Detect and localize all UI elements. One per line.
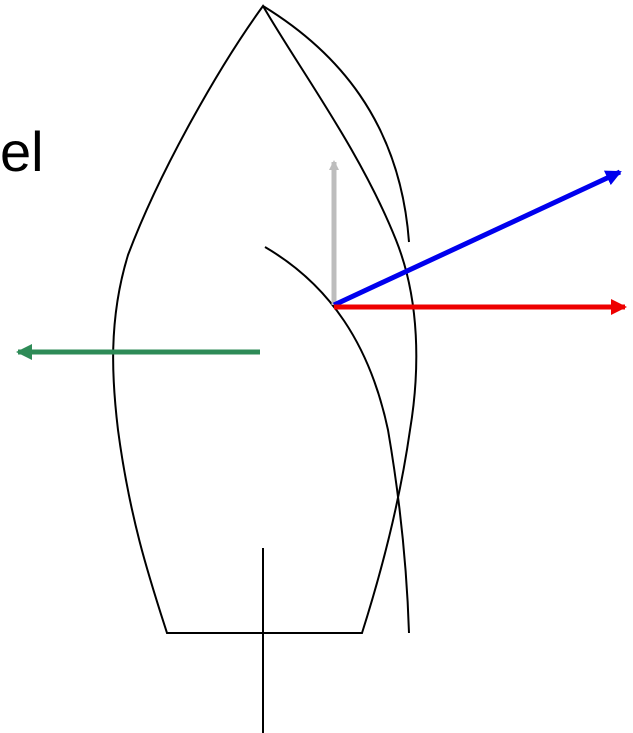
sailboat-hull	[112, 4, 418, 634]
sail-curve	[264, 246, 410, 634]
label-text: el	[0, 120, 44, 183]
blue-arrow	[332, 169, 622, 308]
sail-upper-curve	[262, 5, 410, 243]
